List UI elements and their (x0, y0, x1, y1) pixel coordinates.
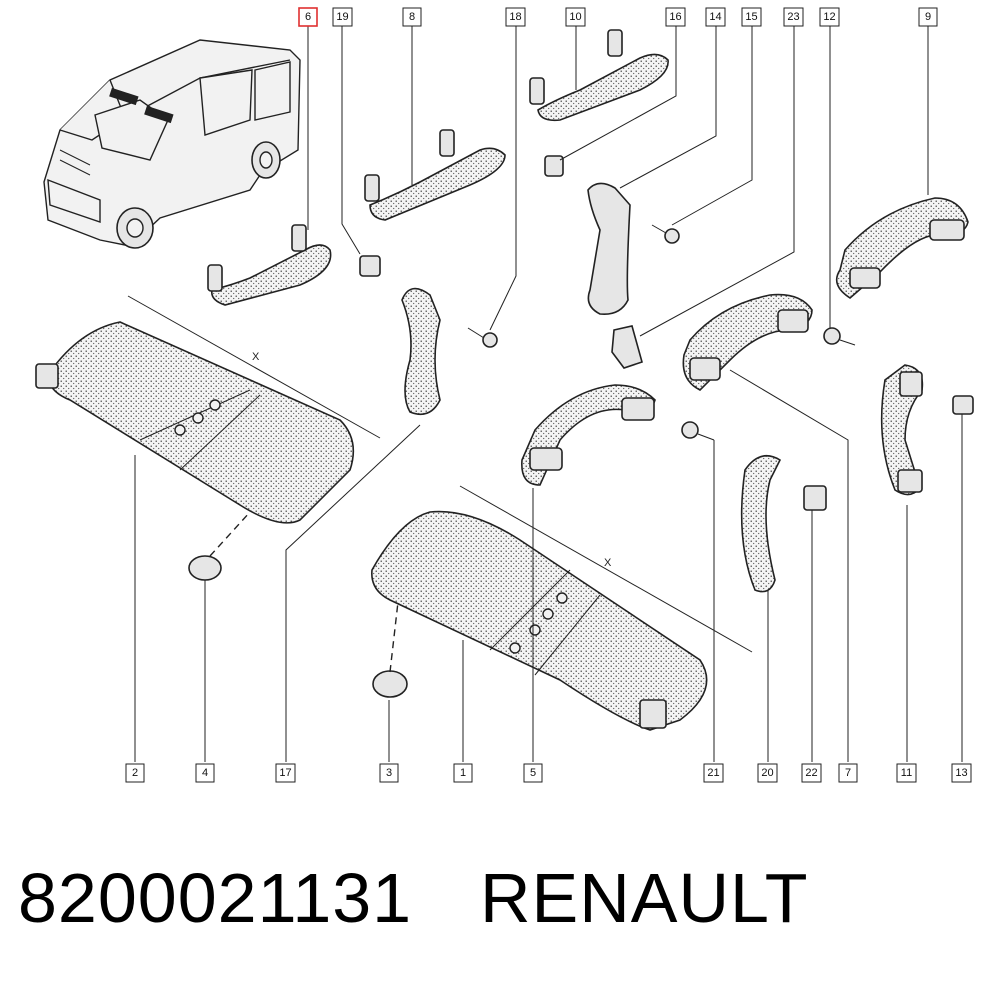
callout-22[interactable]: 22 (801, 763, 822, 783)
callout-3[interactable]: 3 (379, 763, 399, 783)
callout-21[interactable]: 21 (703, 763, 724, 783)
visor-clip-3 (372, 601, 408, 698)
callout-4[interactable]: 4 (195, 763, 215, 783)
callout-18[interactable]: 18 (505, 7, 526, 27)
screw-12 (823, 327, 856, 346)
callout-10[interactable]: 10 (565, 7, 586, 27)
hanger-23 (611, 325, 643, 369)
callout-1[interactable]: 1 (453, 763, 473, 783)
svg-text:16: 16 (669, 11, 681, 23)
callout-2[interactable]: 2 (125, 763, 145, 783)
callout-12[interactable]: 12 (819, 7, 840, 27)
dimension-label-2: X (252, 351, 260, 363)
svg-text:22: 22 (805, 767, 817, 779)
svg-text:14: 14 (709, 11, 721, 23)
callout-5[interactable]: 5 (523, 763, 543, 783)
handle-11 (880, 364, 924, 496)
svg-text:5: 5 (530, 767, 536, 779)
callout-15[interactable]: 15 (741, 7, 762, 27)
callout-7[interactable]: 7 (838, 763, 858, 783)
svg-text:1: 1 (460, 767, 466, 779)
callout-20[interactable]: 20 (757, 763, 778, 783)
callout-11[interactable]: 11 (896, 763, 917, 783)
svg-text:12: 12 (823, 11, 835, 23)
grab-handle-6 (207, 224, 332, 306)
svg-text:4: 4 (202, 767, 208, 779)
screw-15 (651, 224, 680, 244)
dimension-label-1: X (604, 557, 612, 569)
handle-7 (682, 293, 813, 391)
callout-14[interactable]: 14 (705, 7, 726, 27)
callout-9[interactable]: 9 (918, 7, 938, 27)
svg-text:10: 10 (569, 11, 581, 23)
footer: 8200021131 RENAULT (18, 858, 978, 948)
screw-21 (681, 421, 715, 441)
svg-text:13: 13 (955, 767, 967, 779)
svg-text:7: 7 (845, 767, 851, 779)
callout-13[interactable]: 13 (951, 763, 972, 783)
screw-18 (467, 327, 498, 348)
svg-text:20: 20 (761, 767, 773, 779)
svg-text:18: 18 (509, 11, 521, 23)
svg-text:2: 2 (132, 767, 138, 779)
svg-text:3: 3 (386, 767, 392, 779)
sun-visor-2 (35, 321, 355, 524)
handle-9 (835, 197, 969, 299)
svg-text:11: 11 (901, 767, 912, 779)
grab-handle-10 (529, 29, 669, 122)
callout-16[interactable]: 16 (665, 7, 686, 27)
brand-name: RENAULT (480, 859, 809, 937)
dimension-line-2 (127, 295, 381, 439)
svg-text:19: 19 (336, 11, 348, 23)
callout-19[interactable]: 19 (332, 7, 353, 27)
grab-handle-8 (364, 129, 506, 221)
clip-16 (544, 155, 564, 177)
svg-text:9: 9 (925, 11, 931, 23)
handle-14 (587, 182, 631, 316)
callout-23[interactable]: 23 (783, 7, 804, 27)
svg-text:6: 6 (305, 11, 311, 23)
clip-19 (359, 255, 381, 277)
callout-8[interactable]: 8 (402, 7, 422, 27)
parts-diagram: X X (35, 7, 974, 783)
svg-text:21: 21 (707, 767, 719, 779)
sun-visor-1 (371, 510, 708, 731)
part-number: 8200021131 (18, 859, 413, 937)
callout-6[interactable]: 6 (298, 7, 318, 27)
handle-5 (521, 384, 656, 486)
svg-text:23: 23 (787, 11, 799, 23)
clip-22 (803, 485, 827, 511)
visor-clip-4 (188, 511, 251, 581)
handle-17 (401, 287, 441, 416)
callout-17[interactable]: 17 (275, 763, 296, 783)
van-illustration (43, 39, 301, 249)
handle-20 (740, 454, 782, 593)
dimension-line-1 (459, 485, 753, 653)
svg-text:17: 17 (279, 767, 291, 779)
svg-text:15: 15 (745, 11, 757, 23)
svg-text:8: 8 (409, 11, 415, 23)
leader-lines (134, 26, 963, 762)
clip-13 (952, 395, 974, 415)
